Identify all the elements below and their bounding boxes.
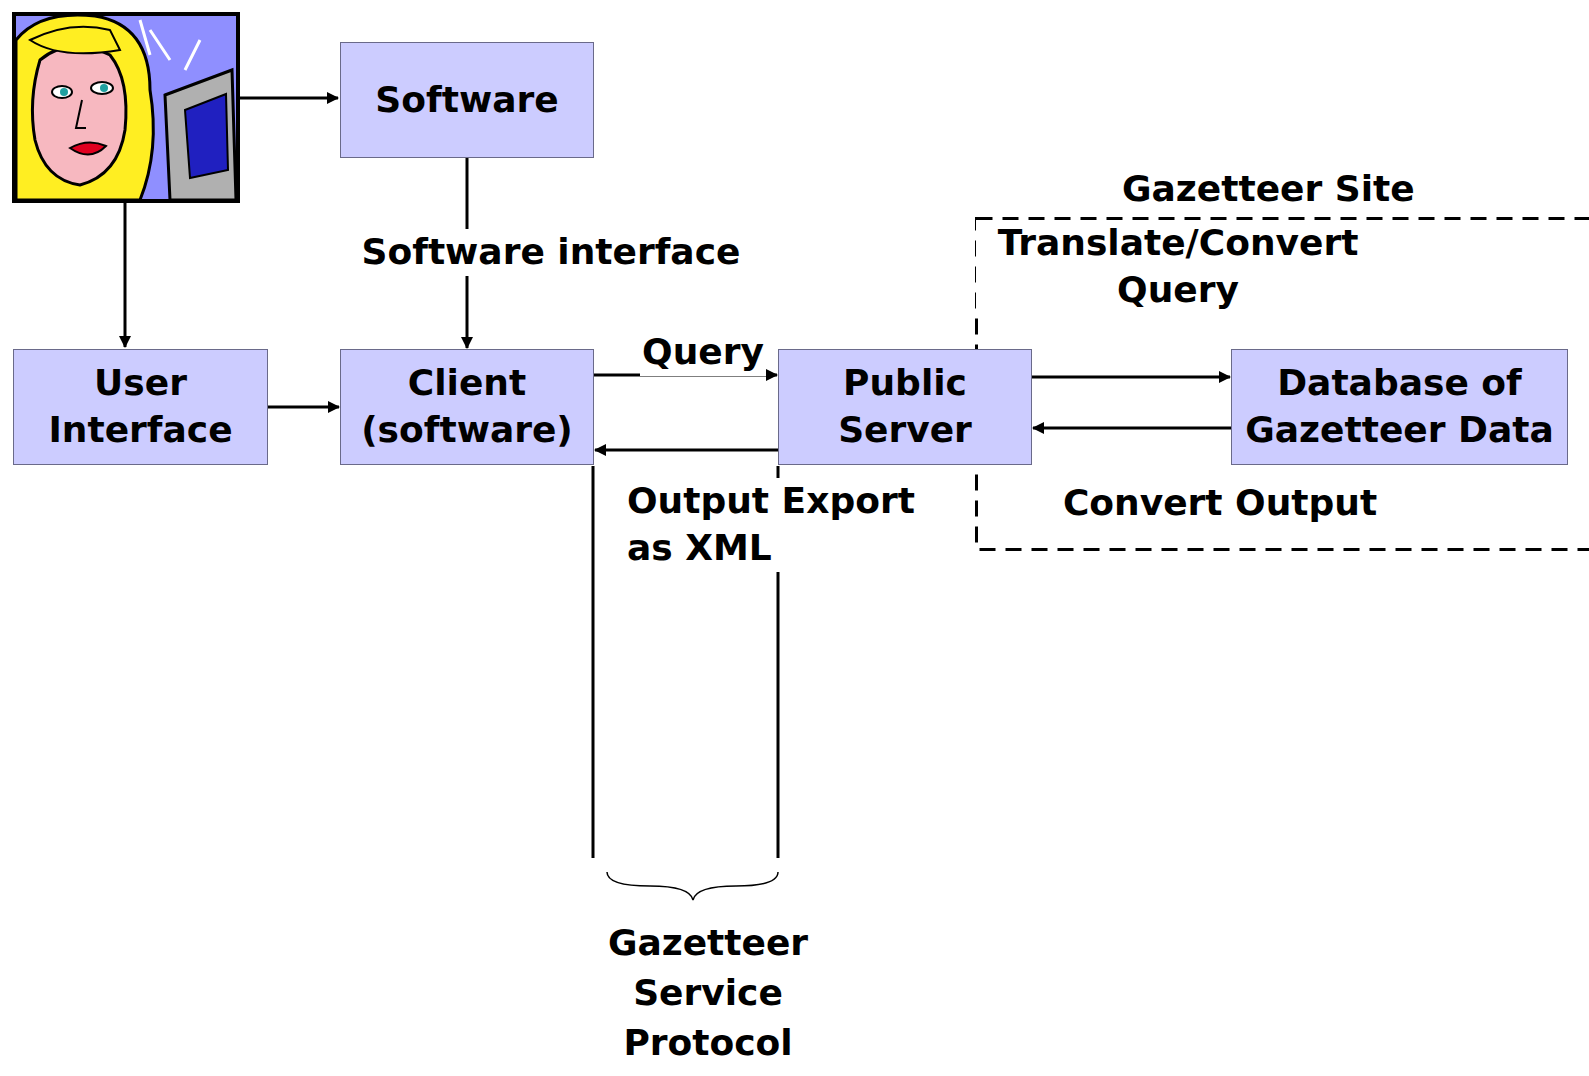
database-box: Database of Gazetteer Data [1231,349,1568,465]
box-text: Database of Gazetteer Data [1238,360,1561,454]
edge-label: Output Export as XML [625,478,949,572]
box-text: Public Server [785,360,1025,454]
region-heading: Gazetteer Site [1122,167,1415,210]
software-box: Software [340,42,594,158]
illustration-arrow [239,97,338,100]
user-illustration [14,14,238,201]
box-text: User Interface [20,360,261,454]
region-border [977,219,1589,550]
illustration-arrow [124,203,127,347]
server-box: Public Server [778,349,1032,465]
protocol-bound-line [592,466,595,858]
box-text: Software [375,77,558,124]
process-box: Client (software) [340,349,594,465]
edge-label: Convert Output [1061,480,1379,527]
edge-label: Query [640,329,766,376]
edge-label: Software interface [360,229,743,276]
flow-arrow [1032,376,1230,379]
flow-arrow [268,406,339,409]
process-box: User Interface [13,349,268,465]
box-text: Client (software) [347,360,587,454]
edge-label: Translate/Convert Query [976,220,1380,314]
flow-arrow [1033,427,1231,430]
flow-arrow [595,449,778,452]
protocol-brace [607,872,778,900]
protocol-label: Gazetteer Service Protocol [588,918,828,1068]
